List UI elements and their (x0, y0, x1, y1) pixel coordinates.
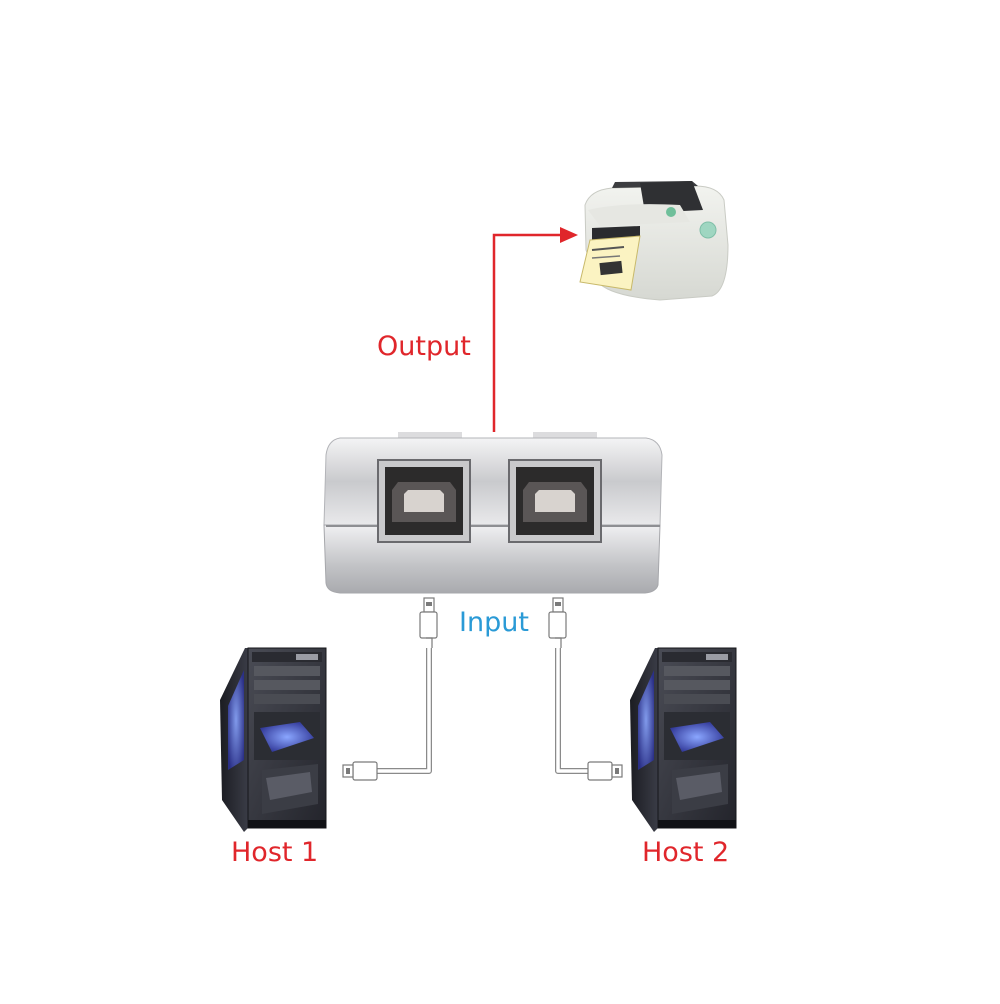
printer-icon (579, 181, 729, 301)
usb-b-port-2 (508, 459, 602, 543)
input-label: Input (459, 607, 529, 638)
host1-pc-icon (220, 647, 327, 832)
usb-cable-left (342, 597, 438, 781)
host2-pc-icon (630, 647, 737, 832)
usb-cable-right (548, 597, 623, 781)
host1-label: Host 1 (231, 837, 319, 868)
usb-switch-icon (323, 432, 663, 594)
output-label: Output (377, 331, 471, 362)
output-arrow (492, 227, 578, 432)
usb-b-port-1 (377, 459, 471, 543)
host2-label: Host 2 (642, 837, 730, 868)
